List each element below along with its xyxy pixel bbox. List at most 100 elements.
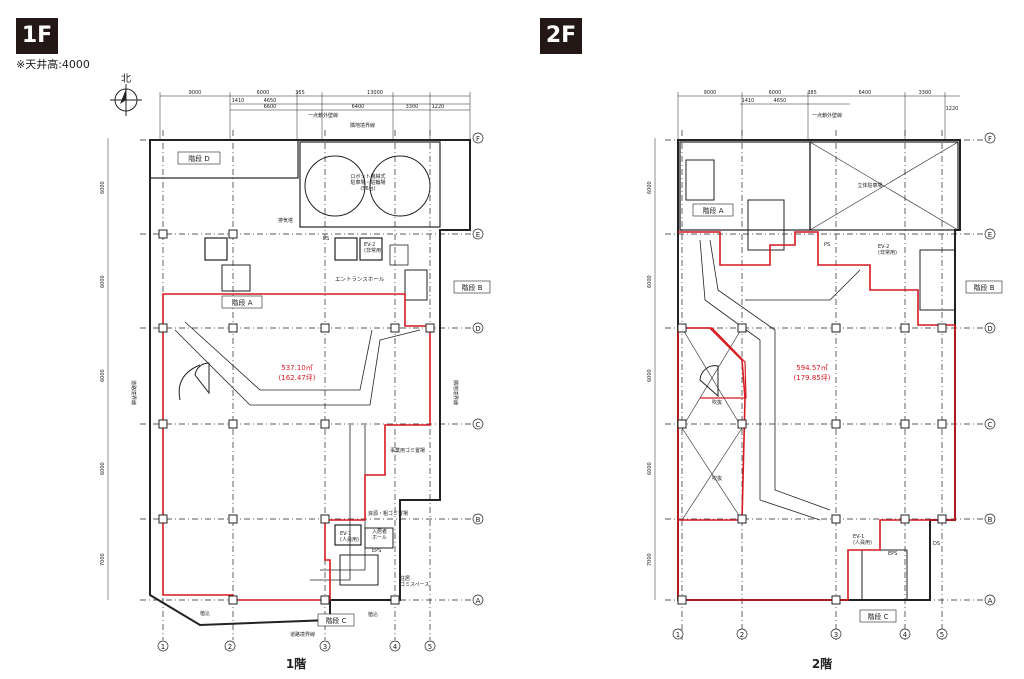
svg-text:4: 4: [903, 631, 908, 639]
svg-text:1: 1: [676, 631, 680, 639]
svg-text:6000: 6000: [647, 369, 653, 382]
grid-bubbles-1f: 1 2 3 4 5 A B C D E F: [157, 132, 484, 652]
stair-d-label: 階段 D: [188, 154, 210, 163]
svg-text:3300: 3300: [919, 90, 932, 96]
svg-text:B: B: [988, 516, 993, 524]
svg-text:3: 3: [323, 643, 327, 651]
labels-1f: 階段 D 階段 A 階段 B 階段 C エントランスホール ロボット機械式駐車場…: [130, 112, 491, 638]
dimension-side-1f: 7000 6000 6000 6000 6000: [100, 138, 109, 600]
ev1-label-2f: EV-1(人員用): [853, 534, 872, 546]
svg-text:C: C: [988, 421, 993, 429]
grid-lines-1f: [140, 130, 475, 640]
stair-a-label-2f: 階段 A: [702, 206, 723, 215]
boundary-s-label: 道路境界線: [290, 631, 315, 638]
svg-text:385: 385: [807, 90, 817, 96]
dim-1f-1: 9000: [189, 90, 202, 96]
eps-label-2f: EPS: [888, 551, 897, 557]
boundary-n-label: 隣地境界線: [350, 122, 375, 129]
svg-text:6000: 6000: [647, 275, 653, 288]
void-1-label-2f: 吹抜: [712, 399, 722, 406]
mech-parking-label: ロボット機械式駐車場・駐輪場(56台): [350, 173, 385, 192]
entrance-label: 入居者ホール: [372, 529, 387, 541]
dim-1f-4: 13000: [367, 90, 383, 96]
svg-text:5: 5: [428, 643, 432, 651]
floor-badge-2f: 2F: [540, 18, 582, 54]
ev2-label-2f: EV-2(非常用): [878, 244, 897, 256]
svg-text:4: 4: [393, 643, 398, 651]
wall-line-label-1f: 一点鎖外壁線: [308, 112, 338, 119]
dim-1f-7: 6600: [264, 104, 277, 110]
area-2f: 594.57㎡: [796, 364, 828, 372]
eps-label-1f: EPS: [372, 548, 381, 554]
leasable-area-2f: [677, 231, 956, 601]
planter-2-label: 植込: [368, 611, 378, 618]
svg-text:1220: 1220: [946, 106, 959, 112]
svg-text:2: 2: [740, 631, 744, 639]
area-1f: 537.10㎡: [281, 364, 313, 372]
north-arrow-icon: 北: [110, 73, 142, 116]
columns-1f: [158, 229, 435, 605]
dimension-side-2f: 7000 6000 6000 6000 6000: [647, 138, 656, 600]
dim-1f-9: 3300: [406, 104, 419, 110]
wall-line-label-2f: 一点鎖外壁線: [812, 112, 842, 119]
north-label: 北: [121, 73, 131, 85]
rental-space-label: 住居ゴミスペース: [400, 575, 429, 588]
garbage2-label: 資源・粗ゴミ置場: [368, 510, 408, 517]
plan-2f: 9000 6000 385 6400 3300 1410 4650 1220 7…: [647, 90, 1003, 671]
svg-text:1410: 1410: [742, 98, 755, 104]
floor-badge-1f: 1F: [16, 18, 58, 54]
planter-1-label: 植込: [200, 610, 210, 617]
stair-c-label-2f: 階段 C: [867, 612, 888, 621]
dim-1f-10: 1220: [432, 104, 445, 110]
svg-text:D: D: [987, 325, 992, 333]
stair-a-label: 階段 A: [231, 298, 252, 307]
svg-text:6000: 6000: [647, 181, 653, 194]
exhaust-label: 排気塔: [278, 217, 293, 224]
svg-text:E: E: [988, 231, 992, 239]
svg-text:E: E: [476, 231, 480, 239]
dim-side-1f-3: 6000: [100, 369, 106, 382]
dimension-top-1f: 9000 6000 365 13000 1410 4650 6600 6400 …: [159, 90, 471, 140]
ev2-label-1f: EV-2(非常用): [364, 242, 383, 254]
dim-side-1f-4: 6000: [100, 275, 106, 288]
svg-text:D: D: [475, 325, 480, 333]
void-parking-label: 立体駐車場: [857, 182, 882, 189]
dim-side-1f-5: 6000: [100, 181, 106, 194]
svg-text:2: 2: [228, 643, 232, 651]
labels-2f: 階段 A 階段 B 階段 C 立体駐車場 EV-1(人員用) EV-2(非常用)…: [692, 112, 1003, 623]
ps-label-1f: PS: [323, 236, 329, 242]
svg-text:1: 1: [161, 643, 165, 651]
dim-1f-8: 6400: [352, 104, 365, 110]
ds-label-2f: DS: [933, 541, 940, 547]
area-tsubo-1f: (162.47坪): [279, 374, 316, 382]
svg-text:C: C: [476, 421, 481, 429]
walls-1f: [149, 139, 471, 627]
dim-side-1f-2: 6000: [100, 462, 106, 475]
garbage1-label: 事業用ゴミ置場: [390, 447, 425, 454]
svg-text:A: A: [476, 597, 481, 605]
svg-text:7000: 7000: [647, 553, 653, 566]
dim-1f-6: 4650: [264, 98, 277, 104]
svg-text:6000: 6000: [647, 462, 653, 475]
svg-text:3: 3: [834, 631, 838, 639]
ceiling-height-note: ※天井高:4000: [16, 58, 90, 71]
ev1-label-1f: EV-1(人員用): [340, 531, 359, 543]
dim-1f-3: 365: [295, 90, 305, 96]
svg-text:A: A: [988, 597, 993, 605]
columns-2f: [677, 323, 947, 605]
dim-side-1f-1: 7000: [100, 553, 106, 566]
svg-text:6400: 6400: [859, 90, 872, 96]
area-tsubo-2f: (179.85坪): [794, 374, 831, 382]
plan-1f: 北 9000 6000 365 13000 1410 4650 6600 640…: [100, 73, 491, 671]
stair-c-label: 階段 C: [325, 616, 346, 625]
dimension-top-2f: 9000 6000 385 6400 3300 1410 4650 1220: [677, 90, 960, 140]
dim-1f-5: 1410: [232, 98, 245, 104]
stair-b-label: 階段 B: [461, 283, 482, 292]
caption-1f: 1階: [286, 656, 306, 671]
boundary-e-label: 隣地境界線: [452, 380, 459, 405]
void-2-label-2f: 吹抜: [712, 475, 722, 482]
svg-text:B: B: [476, 516, 481, 524]
svg-text:F: F: [988, 135, 992, 143]
ps-label-2f: PS: [824, 242, 830, 248]
svg-text:9000: 9000: [704, 90, 717, 96]
